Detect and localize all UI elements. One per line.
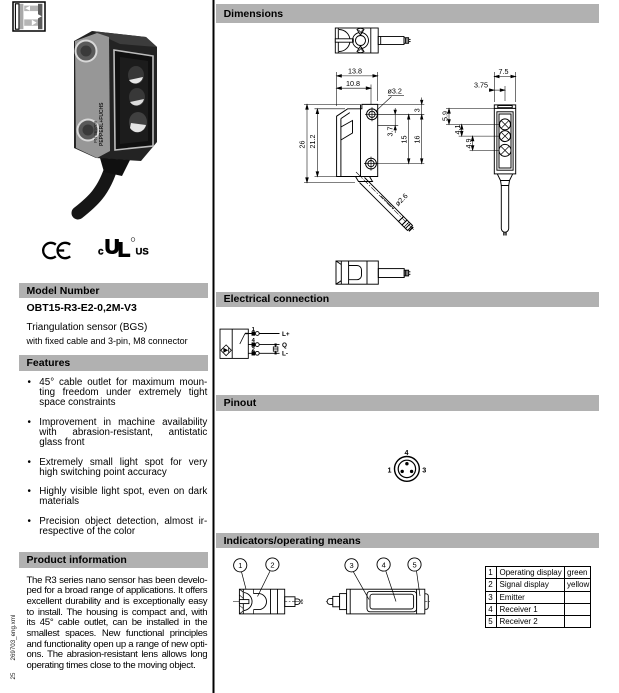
svg-text:3.7: 3.7 [386, 127, 395, 137]
svg-text:4.1: 4.1 [453, 125, 462, 135]
svg-text:269703_eng.xml: 269703_eng.xml [10, 615, 17, 661]
svg-text:1: 1 [388, 465, 392, 474]
svg-text:Q: Q [282, 342, 287, 349]
svg-text:3: 3 [350, 561, 354, 570]
svg-text:PEPPERL+FUCHS: PEPPERL+FUCHS [99, 102, 105, 146]
svg-text:1: 1 [252, 327, 256, 333]
svg-text:3.75: 3.75 [474, 81, 488, 90]
svg-text:2: 2 [270, 560, 274, 569]
svg-text:L+: L+ [282, 331, 290, 338]
svg-text:1: 1 [238, 561, 242, 570]
svg-text:US: US [136, 247, 149, 258]
svg-text:4: 4 [382, 560, 386, 569]
svg-text:c: c [98, 247, 104, 258]
svg-text:7.5: 7.5 [499, 67, 509, 76]
svg-text:3: 3 [413, 108, 422, 112]
svg-text:26: 26 [298, 141, 307, 149]
svg-text:PN 269709: PN 269709 [93, 120, 98, 143]
svg-text:5: 5 [413, 560, 417, 569]
svg-text:L-: L- [282, 351, 288, 358]
svg-text:U: U [105, 236, 120, 259]
svg-text:16: 16 [412, 136, 421, 144]
svg-text:4: 4 [252, 338, 256, 344]
svg-text:10.8: 10.8 [346, 79, 360, 88]
svg-text:ø3.2: ø3.2 [388, 87, 402, 96]
svg-text:4: 4 [405, 448, 409, 457]
svg-text:L: L [118, 239, 131, 262]
svg-text:21.2: 21.2 [308, 135, 317, 149]
svg-text:25: 25 [10, 672, 17, 679]
svg-text:4.9: 4.9 [464, 139, 473, 149]
svg-text:15: 15 [399, 136, 408, 144]
svg-text:3: 3 [422, 465, 426, 474]
svg-text:13.8: 13.8 [348, 67, 362, 76]
svg-text:5.9: 5.9 [441, 111, 450, 121]
svg-text:2: 2 [252, 347, 255, 353]
svg-text:ø2.6: ø2.6 [393, 191, 410, 208]
